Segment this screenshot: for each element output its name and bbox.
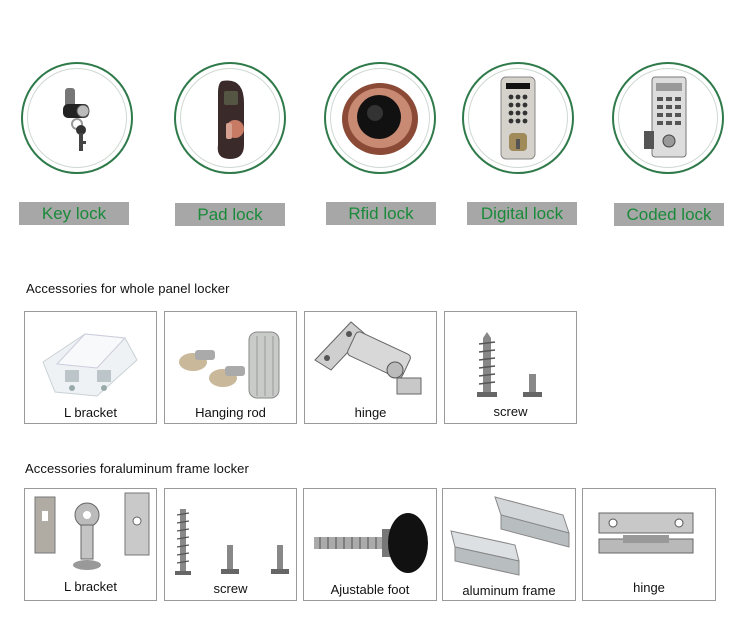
key-lock-image <box>21 62 133 174</box>
accessory-label: screw <box>213 581 248 596</box>
accessory-card: aluminum frame <box>442 488 576 601</box>
rfid-lock-label: Rfid lock <box>326 202 436 225</box>
coded-lock-image <box>612 62 724 174</box>
accessory-label: Hanging rod <box>195 405 266 420</box>
l-bracket-icon <box>42 333 138 397</box>
key-lock-icon <box>63 88 90 151</box>
rfid-lock-icon <box>342 83 418 155</box>
hanging-rod-icon <box>179 331 280 399</box>
accessory-card: hinge <box>582 488 716 601</box>
l-bracket-icon <box>34 492 150 570</box>
accessory-label: L bracket <box>64 579 117 594</box>
accessory-card: L bracket <box>24 488 157 601</box>
coded-lock-label: Coded lock <box>614 203 724 226</box>
hinge-icon <box>314 321 422 395</box>
hinge-icon <box>598 512 694 554</box>
coded-lock-icon <box>644 76 687 158</box>
key-lock-label: Key lock <box>19 202 129 225</box>
accessory-card: Hanging rod <box>164 311 297 424</box>
accessory-label: L bracket <box>64 405 117 420</box>
screw-icon <box>175 509 289 575</box>
aluminum-frame-icon <box>450 496 570 576</box>
rfid-lock-image <box>324 62 436 174</box>
screw-icon <box>477 332 542 397</box>
pad-lock-label: Pad lock <box>175 203 285 226</box>
accessory-label: hinge <box>354 405 387 420</box>
accessory-label: Ajustable foot <box>330 582 410 597</box>
accessory-card: Ajustable foot <box>303 488 437 601</box>
digital-lock-icon <box>500 76 536 160</box>
accessory-card: L bracket <box>24 311 157 424</box>
digital-lock-label: Digital lock <box>467 202 577 225</box>
pad-lock-icon <box>217 80 244 159</box>
digital-lock-image <box>462 62 574 174</box>
accessory-label: screw <box>493 404 528 419</box>
section-title-panel: Accessories for whole panel locker <box>26 281 230 296</box>
section-title-aluminum: Accessories foraluminum frame locker <box>25 461 249 476</box>
pad-lock-image <box>174 62 286 174</box>
accessory-label: aluminum frame <box>462 583 556 598</box>
accessory-card: screw <box>444 311 577 424</box>
accessory-card: hinge <box>304 311 437 424</box>
accessory-label: hinge <box>633 580 665 595</box>
adjustable-foot-icon <box>314 513 428 573</box>
accessory-card: screw <box>164 488 297 601</box>
